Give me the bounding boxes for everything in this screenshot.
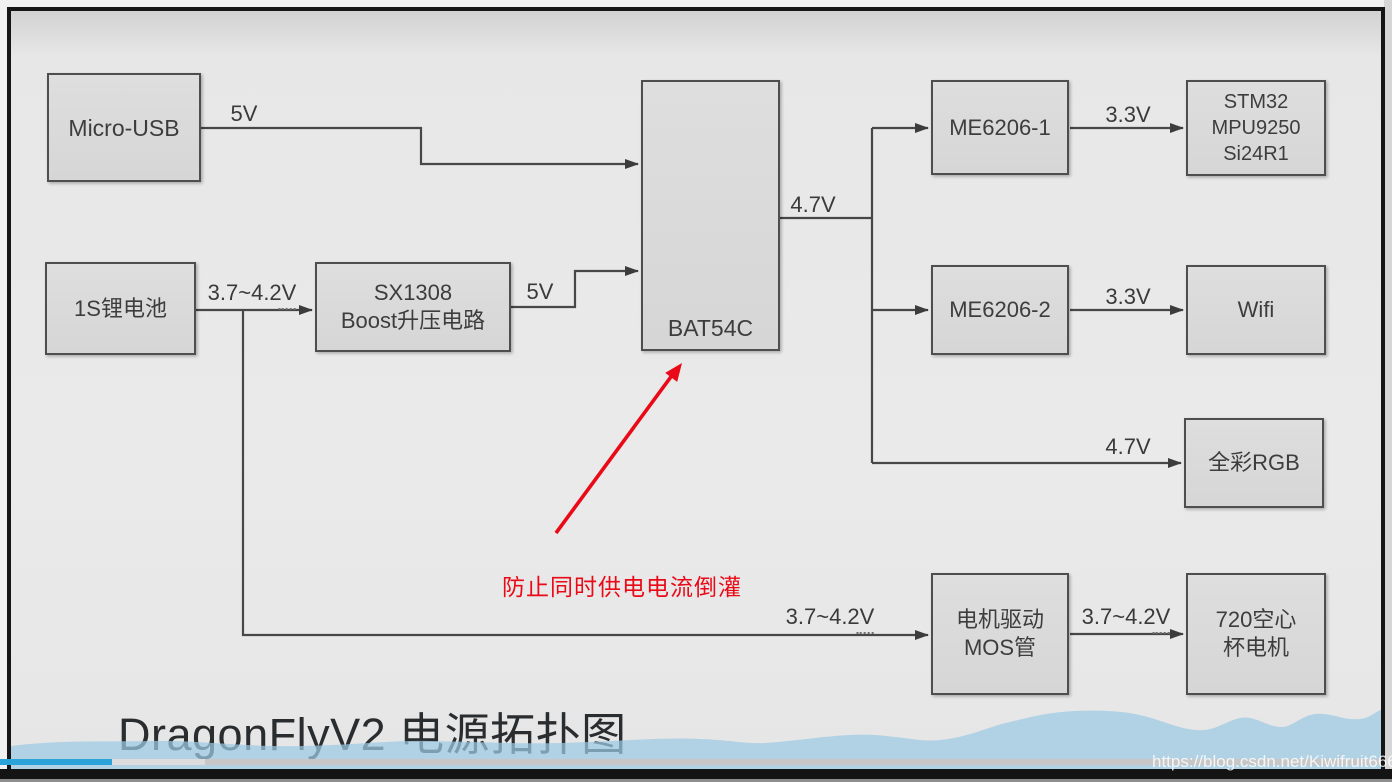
edge-label-ldo1-3v3: 3.3V	[1105, 102, 1151, 127]
node-label: Si24R1	[1223, 143, 1289, 165]
node-label: 电机驱动	[955, 607, 1044, 632]
node-wifi: Wifi	[1186, 265, 1326, 355]
right-margin-strip	[1384, 0, 1392, 782]
node-label: ME6206-2	[949, 297, 1051, 322]
node-label: STM32	[1223, 91, 1289, 113]
edge-label-motor-input: 3.7~4.2V	[1082, 604, 1170, 634]
node-battery: 1S锂电池	[45, 262, 196, 355]
squiggle-underline	[278, 308, 296, 310]
squiggle-underline	[1152, 632, 1170, 634]
node-ldo-me6206-1: ME6206-1	[931, 80, 1069, 175]
video-progress-track[interactable]	[0, 759, 1381, 765]
node-ldo-me6206-2: ME6206-2	[931, 265, 1069, 355]
edge-label-mos-input: 3.7~4.2V	[786, 604, 874, 634]
bottom-grey-strip	[0, 779, 1392, 782]
node-label: Micro-USB	[68, 114, 180, 141]
node-label: MOS管	[963, 635, 1037, 660]
video-progress-played[interactable]	[0, 759, 112, 765]
edge-label-battery-voltage: 3.7~4.2V	[208, 280, 296, 310]
csdn-watermark: https://blog.csdn.net/Kiwifruit666	[1152, 752, 1392, 771]
node-bat54c: BAT54C	[641, 80, 780, 351]
node-label: SX1308	[373, 280, 453, 305]
squiggle-underline	[856, 632, 874, 634]
edge-label-usb-5v: 5V	[230, 101, 258, 126]
node-micro-usb: Micro-USB	[47, 73, 201, 182]
node-label: 杯电机	[1222, 635, 1289, 660]
node-label: ME6206-1	[949, 114, 1051, 140]
node-label: 720空心	[1215, 607, 1297, 632]
edge-label-ldo2-3v3: 3.3V	[1105, 284, 1151, 309]
node-label: MPU9250	[1211, 117, 1301, 139]
node-label: 全彩RGB	[1208, 450, 1300, 475]
edge-label-boost-5v: 5V	[526, 279, 554, 304]
edge-label-bat54c-4v7: 4.7V	[790, 192, 836, 217]
bottom-black-bar	[0, 769, 1392, 779]
node-boost-converter: SX1308 Boost升压电路	[315, 262, 511, 352]
edge-label-rgb-4v7: 4.7V	[1105, 434, 1151, 459]
node-motor-driver-mos: 电机驱动 MOS管	[931, 573, 1069, 695]
page-title: DragonFlyV2 电源拓扑图	[118, 709, 627, 760]
node-rgb-led: 全彩RGB	[1184, 418, 1324, 508]
annotation-text: 防止同时供电电流倒灌	[502, 574, 742, 600]
node-label: 1S锂电池	[74, 295, 167, 321]
node-label: BAT54C	[667, 315, 754, 341]
node-label: Wifi	[1237, 297, 1275, 322]
node-coreless-motor: 720空心 杯电机	[1186, 573, 1326, 695]
node-label: Boost升压电路	[340, 308, 486, 333]
node-mcu-sensors: STM32 MPU9250 Si24R1	[1186, 80, 1326, 176]
